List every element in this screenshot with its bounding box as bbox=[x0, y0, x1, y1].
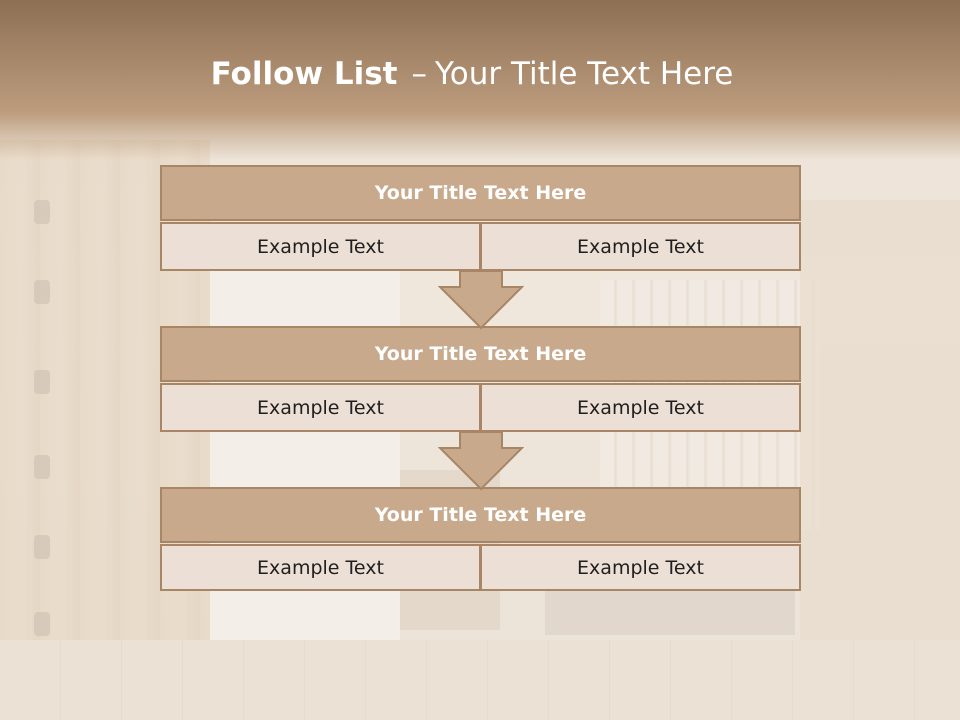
wall-lamp-icon bbox=[34, 370, 50, 394]
list-block-2: Your Title Text Here Example Text Exampl… bbox=[160, 326, 801, 432]
block-title[interactable]: Your Title Text Here bbox=[160, 326, 801, 382]
wall-lamp-icon bbox=[34, 200, 50, 224]
block-cell-right[interactable]: Example Text bbox=[480, 544, 801, 591]
wood-floor bbox=[0, 640, 960, 720]
rug-shape bbox=[545, 590, 795, 635]
block-cell-left[interactable]: Example Text bbox=[160, 544, 481, 591]
block-cell-right[interactable]: Example Text bbox=[480, 222, 801, 271]
block-title[interactable]: Your Title Text Here bbox=[160, 165, 801, 221]
wall-lamp-icon bbox=[34, 280, 50, 304]
title-rest: Your Title Text Here bbox=[434, 56, 734, 92]
wall-lamp-icon bbox=[34, 535, 50, 559]
title-bold: Follow List bbox=[210, 56, 398, 92]
list-block-3: Your Title Text Here Example Text Exampl… bbox=[160, 487, 801, 593]
wall-lamp-icon bbox=[34, 455, 50, 479]
list-block-1: Your Title Text Here Example Text Exampl… bbox=[160, 165, 801, 271]
down-arrow-icon bbox=[438, 270, 524, 330]
header-band bbox=[0, 0, 960, 160]
block-title[interactable]: Your Title Text Here bbox=[160, 487, 801, 543]
block-cell-right[interactable]: Example Text bbox=[480, 383, 801, 432]
block-cell-left[interactable]: Example Text bbox=[160, 222, 481, 271]
block-cell-left[interactable]: Example Text bbox=[160, 383, 481, 432]
sloped-wall bbox=[800, 200, 960, 650]
down-arrow-icon bbox=[438, 431, 524, 491]
wall-lamp-icon bbox=[34, 612, 50, 636]
title-separator: – bbox=[411, 56, 427, 92]
slide-title: Follow List–Your Title Text Here bbox=[0, 56, 944, 92]
